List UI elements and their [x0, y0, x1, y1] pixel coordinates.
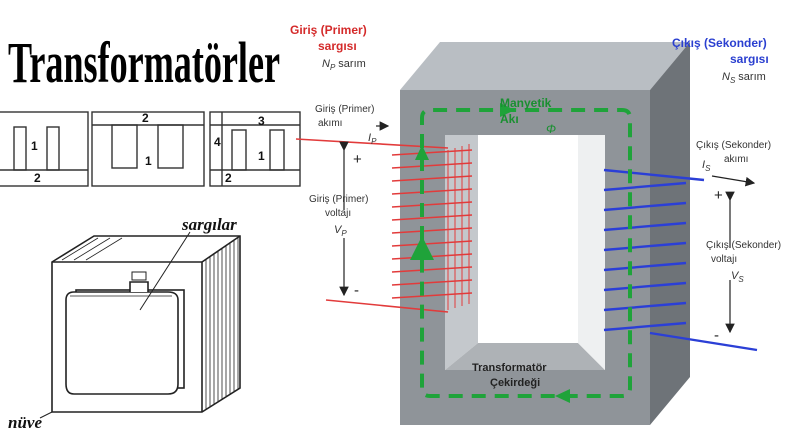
core-type-middle	[91, 111, 205, 187]
core-middle-mid-number: 1	[145, 154, 152, 168]
core-middle-top-number: 2	[142, 111, 149, 125]
primary-turns-subscript: P	[330, 63, 336, 72]
primary-current-symbol: IP	[368, 132, 377, 146]
secondary-voltage-subscript: S	[738, 275, 744, 284]
primary-voltage-symbol: VP	[334, 224, 347, 238]
flux-label-2: Akı	[500, 112, 519, 126]
primary-voltage-letter: V	[334, 224, 343, 236]
primary-turns-symbol: N	[322, 58, 330, 70]
core-type-right	[209, 111, 301, 187]
windings-label: sargılar	[181, 215, 237, 234]
core-label-main: Transformatör	[472, 362, 547, 374]
secondary-current-label: Çıkış (Sekonder)	[696, 140, 771, 151]
core-label: nüve	[8, 413, 42, 432]
primary-current-subscript: P	[371, 137, 377, 146]
secondary-winding-title-2: sargısı	[730, 52, 769, 66]
secondary-turns-unit: sarım	[738, 71, 766, 83]
secondary-voltage-symbol: VS	[731, 270, 744, 284]
flux-arrowheads	[415, 103, 570, 403]
secondary-plus: +	[714, 187, 723, 204]
primary-voltage-label: Giriş (Primer)	[309, 194, 368, 205]
secondary-minus: -	[714, 327, 719, 344]
primary-voltage-label-2: voltajı	[325, 208, 351, 219]
primary-turns-unit: sarım	[338, 58, 366, 70]
secondary-voltage-letter: V	[731, 270, 740, 282]
secondary-voltage-label: Çıkış (Sekonder)	[706, 240, 781, 251]
core-left-bottom-number: 2	[34, 171, 41, 185]
primary-minus: -	[354, 282, 359, 299]
measurement-arrows	[339, 121, 756, 334]
primary-winding	[295, 138, 473, 313]
secondary-current-letter: I	[702, 159, 705, 171]
secondary-winding	[603, 168, 758, 352]
secondary-current-subscript: S	[705, 164, 711, 173]
primary-voltage-subscript: P	[341, 229, 347, 238]
transformer-sketch	[39, 231, 241, 419]
primary-plus: +	[353, 151, 362, 168]
primary-winding-title-2: sargısı	[318, 39, 357, 53]
magnetic-flux-path	[422, 108, 632, 398]
core-left-mid-number: 1	[31, 139, 38, 153]
core-right-bottom-number: 2	[225, 171, 232, 185]
secondary-current-label-2: akımı	[724, 154, 748, 165]
secondary-current-symbol: IS	[702, 159, 711, 173]
primary-current-label: Giriş (Primer)	[315, 104, 374, 115]
core-type-diagrams	[0, 111, 301, 187]
transformer-core	[400, 42, 690, 425]
primary-winding-title: Giriş (Primer)	[290, 23, 367, 37]
flux-symbol: Φ	[546, 122, 556, 136]
secondary-turns-symbol: N	[722, 71, 730, 83]
primary-current-label-2: akımı	[318, 118, 342, 129]
secondary-voltage-label-2: voltajı	[711, 254, 737, 265]
core-type-left	[0, 111, 89, 187]
core-label-main-2: Çekirdeği	[490, 377, 540, 389]
flux-label: Manyetik	[500, 96, 552, 110]
core-right-left-number: 4	[214, 135, 221, 149]
primary-current-letter: I	[368, 132, 371, 144]
page-title: Transformatörler	[8, 30, 280, 95]
core-right-top-number: 3	[258, 114, 265, 128]
secondary-turns-subscript: S	[730, 76, 736, 85]
core-right-mid-number: 1	[258, 149, 265, 163]
secondary-winding-title: Çıkış (Sekonder)	[672, 36, 767, 50]
